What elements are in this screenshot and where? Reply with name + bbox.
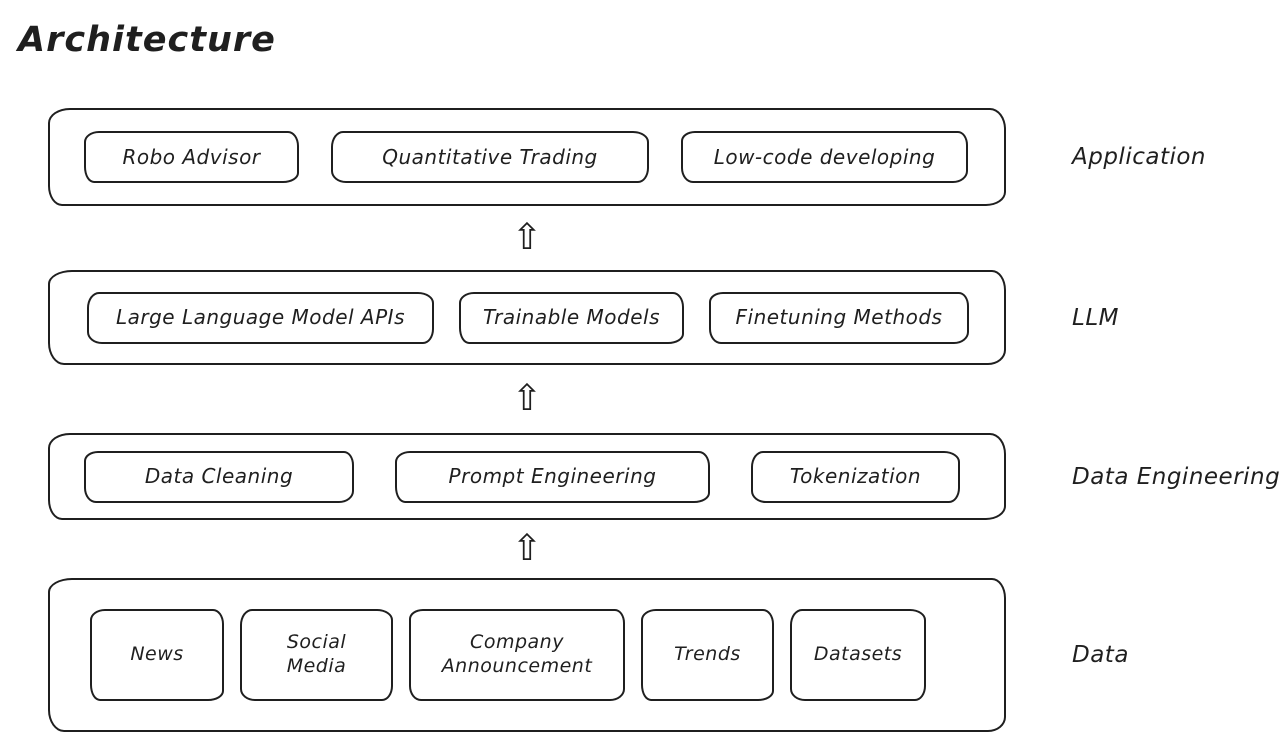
box-trends: Trends — [641, 609, 774, 701]
box-label: Datasets — [813, 643, 903, 666]
box-news: News — [90, 609, 224, 701]
box-label: Tokenization — [789, 464, 922, 488]
arrow-row: ⇧ — [48, 520, 1006, 578]
arrow-row: ⇧ — [48, 365, 1006, 433]
layer-label-llm: LLM — [1072, 304, 1119, 331]
box-label: Trainable Models — [482, 305, 660, 329]
box-low-code-developing: Low-code developing — [681, 131, 968, 183]
box-label: Trends — [674, 643, 741, 666]
box-trainable-models: Trainable Models — [459, 291, 684, 344]
box-data-cleaning: Data Cleaning — [84, 450, 354, 503]
box-label: Finetuning Methods — [735, 305, 943, 329]
arrow-row: ⇧ — [48, 206, 1006, 270]
box-label: Social Media — [286, 631, 347, 677]
up-arrow-icon: ⇧ — [511, 217, 543, 258]
layer-label-data-engineering: Data Engineering — [1072, 463, 1280, 490]
layer-data-engineering: Data Cleaning Prompt Engineering Tokeniz… — [48, 433, 1280, 520]
up-arrow-icon: ⇧ — [511, 528, 543, 569]
layer-data: News Social Media Company Announcement T… — [48, 578, 1280, 732]
box-prompt-engineering: Prompt Engineering — [395, 450, 710, 503]
up-arrow-icon: ⇧ — [511, 378, 543, 419]
architecture-diagram: Robo Advisor Quantitative Trading Low-co… — [48, 108, 1280, 732]
box-label: Robo Advisor — [122, 144, 261, 169]
layer-llm: Large Language Model APIs Trainable Mode… — [48, 270, 1280, 365]
box-finetuning-methods: Finetuning Methods — [709, 291, 969, 344]
page-title: Architecture — [18, 20, 276, 60]
box-datasets: Datasets — [790, 609, 926, 701]
box-label: Data Cleaning — [144, 464, 294, 488]
box-label: Company Announcement — [441, 631, 593, 677]
box-robo-advisor: Robo Advisor — [84, 131, 299, 183]
layer-box-data-engineering: Data Cleaning Prompt Engineering Tokeniz… — [48, 433, 1006, 520]
box-tokenization: Tokenization — [751, 450, 960, 503]
box-label: Quantitative Trading — [382, 144, 598, 169]
layer-label-application: Application — [1072, 144, 1207, 170]
box-quantitative-trading: Quantitative Trading — [331, 131, 649, 183]
layer-box-data: News Social Media Company Announcement T… — [48, 578, 1006, 732]
box-large-language-model-apis: Large Language Model APIs — [87, 291, 434, 344]
layer-box-application: Robo Advisor Quantitative Trading Low-co… — [48, 108, 1006, 206]
layer-application: Robo Advisor Quantitative Trading Low-co… — [48, 108, 1280, 206]
box-label: Large Language Model APIs — [115, 305, 405, 329]
layer-box-llm: Large Language Model APIs Trainable Mode… — [48, 270, 1006, 365]
box-label: News — [130, 643, 184, 666]
layer-label-data: Data — [1072, 642, 1129, 668]
box-label: Prompt Engineering — [448, 464, 657, 488]
box-label: Low-code developing — [713, 144, 936, 169]
box-company-announcement: Company Announcement — [409, 609, 625, 701]
box-social-media: Social Media — [240, 609, 393, 701]
